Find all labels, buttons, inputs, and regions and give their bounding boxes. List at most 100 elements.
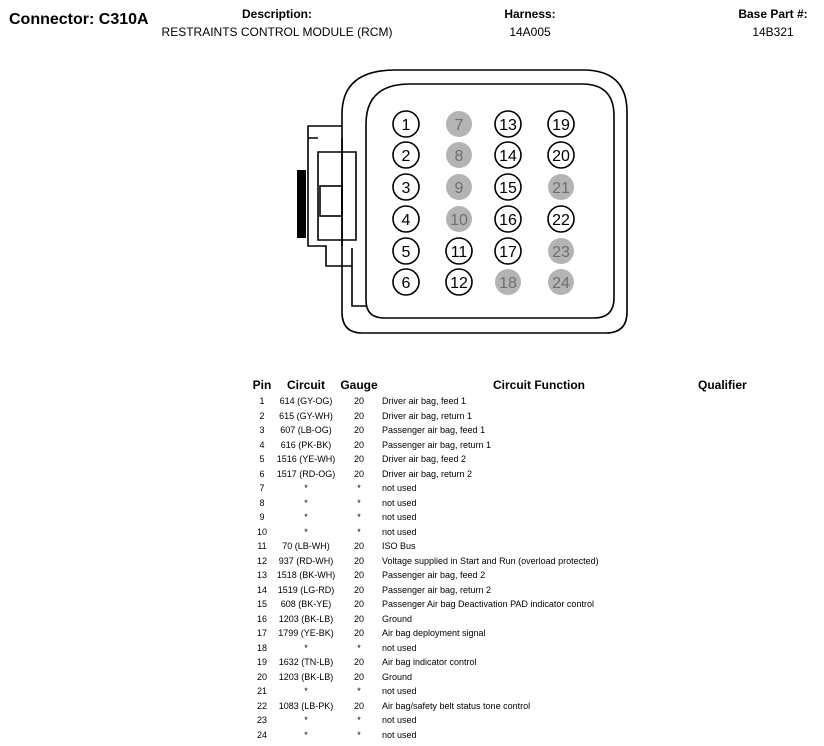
pin-cavity <box>548 174 574 200</box>
description-block: Description: RESTRAINTS CONTROL MODULE (… <box>160 7 394 39</box>
circuit-function: Ground <box>382 671 413 682</box>
pin-label: 13 <box>499 117 517 134</box>
qualifier <box>698 583 758 598</box>
table-row: 8**not used <box>250 496 758 511</box>
circuit-code: * <box>304 686 308 696</box>
pin-17: 17 <box>494 237 522 265</box>
circuit-function: not used <box>382 483 417 493</box>
pin-4: 4 <box>392 205 420 233</box>
circuit-code: * <box>304 483 308 493</box>
qualifier <box>698 612 758 627</box>
qualifier <box>698 394 758 409</box>
connector-lock-tab <box>297 170 306 238</box>
pin-1: 1 <box>392 110 420 138</box>
circuit-code: * <box>304 526 308 537</box>
base-part-value: 14B321 <box>752 25 794 39</box>
circuit-code: * <box>304 497 308 508</box>
pin-cavity <box>392 173 420 201</box>
pin-number: 11 <box>257 541 267 551</box>
pin-23: 23 <box>548 238 574 264</box>
wire-gauge: * <box>357 512 361 522</box>
wire-gauge: 20 <box>353 584 364 595</box>
wire-gauge: 20 <box>353 468 364 479</box>
qualifier <box>698 655 758 670</box>
pin-label: 5 <box>402 244 411 261</box>
table-row: 9**not used <box>250 510 758 525</box>
pin-label: 22 <box>552 212 570 229</box>
wire-gauge: 20 <box>353 425 364 435</box>
pin-table: Pin Circuit Gauge Circuit Function Quali… <box>250 378 758 742</box>
pin-7: 7 <box>446 111 472 137</box>
pin-cavity <box>446 174 472 200</box>
connector-title: Connector: C310A <box>9 11 149 28</box>
circuit-code: 1799 (YE-BK) <box>278 628 334 638</box>
qualifier <box>698 481 758 496</box>
circuit-function: not used <box>382 526 417 537</box>
connector-header: Connector: C310A Description: RESTRAINTS… <box>0 0 824 50</box>
pin-14: 14 <box>494 141 522 169</box>
pin-number: 5 <box>259 454 265 464</box>
harness-label: Harness: <box>504 7 556 21</box>
pin-number: 22 <box>256 700 267 711</box>
pin-cavity <box>494 237 522 265</box>
circuit-code: 615 (GY-WH) <box>279 410 333 421</box>
pin-cavity <box>494 110 522 138</box>
connector-housing <box>307 69 628 334</box>
circuit-function: Passenger Air bag Deactivation PAD indic… <box>382 599 594 609</box>
table-row: 10 * * not used <box>250 525 758 540</box>
pin-label: 21 <box>552 180 570 197</box>
circuit-function: not used <box>382 686 417 696</box>
pin-number: 13 <box>256 570 267 580</box>
base-part-label: Base Part #: <box>738 7 808 21</box>
wire-gauge: 20 <box>353 439 364 450</box>
circuit-function: not used <box>382 512 417 522</box>
circuit-code: * <box>304 729 308 740</box>
circuit-code: 1518 (BK-WH) <box>276 570 336 580</box>
pin-cavity <box>548 238 574 264</box>
circuit-code: 608 (BK-YE) <box>280 599 332 609</box>
wire-gauge: 20 <box>353 454 364 464</box>
qualifier <box>698 496 758 511</box>
circuit-code: 614 (GY-OG) <box>279 396 333 406</box>
circuit-function: ISO Bus <box>382 541 416 551</box>
circuit-function: not used <box>382 715 417 725</box>
pin-20: 20 <box>547 141 575 169</box>
circuit-function: Ground <box>382 613 413 624</box>
table-row: 24**not used <box>250 728 758 743</box>
qualifier <box>698 510 758 525</box>
table-row: 21**not used <box>250 684 758 699</box>
wire-gauge: * <box>357 686 361 696</box>
circuit-code: 1519 (LG-RD) <box>277 584 335 595</box>
pin-number: 20 <box>256 671 267 682</box>
pin-cavity <box>446 142 472 168</box>
qualifier <box>698 438 758 453</box>
pin-label: 10 <box>450 212 468 229</box>
pin-12: 12 <box>445 268 473 296</box>
pin-22: 22 <box>547 205 575 233</box>
pin-cavity <box>494 141 522 169</box>
pin-cavity <box>446 206 472 232</box>
wire-gauge: 20 <box>353 396 364 406</box>
pin-label: 6 <box>402 275 411 292</box>
circuit-function: Driver air bag, return 1 <box>382 410 473 421</box>
pin-number: 10 <box>256 526 267 537</box>
circuit-code: * <box>304 715 308 725</box>
pin-10: 10 <box>446 206 472 232</box>
pin-number: 6 <box>259 468 265 479</box>
pin-18: 18 <box>495 269 521 295</box>
pin-label: 18 <box>499 275 517 292</box>
circuit-function: not used <box>382 729 417 740</box>
pin-cavity <box>548 269 574 295</box>
wire-gauge: * <box>357 526 361 537</box>
pin-8: 8 <box>446 142 472 168</box>
pin-9: 9 <box>446 174 472 200</box>
pin-label: 12 <box>450 275 468 292</box>
pin-label: 9 <box>455 180 464 197</box>
qualifier <box>698 467 758 482</box>
